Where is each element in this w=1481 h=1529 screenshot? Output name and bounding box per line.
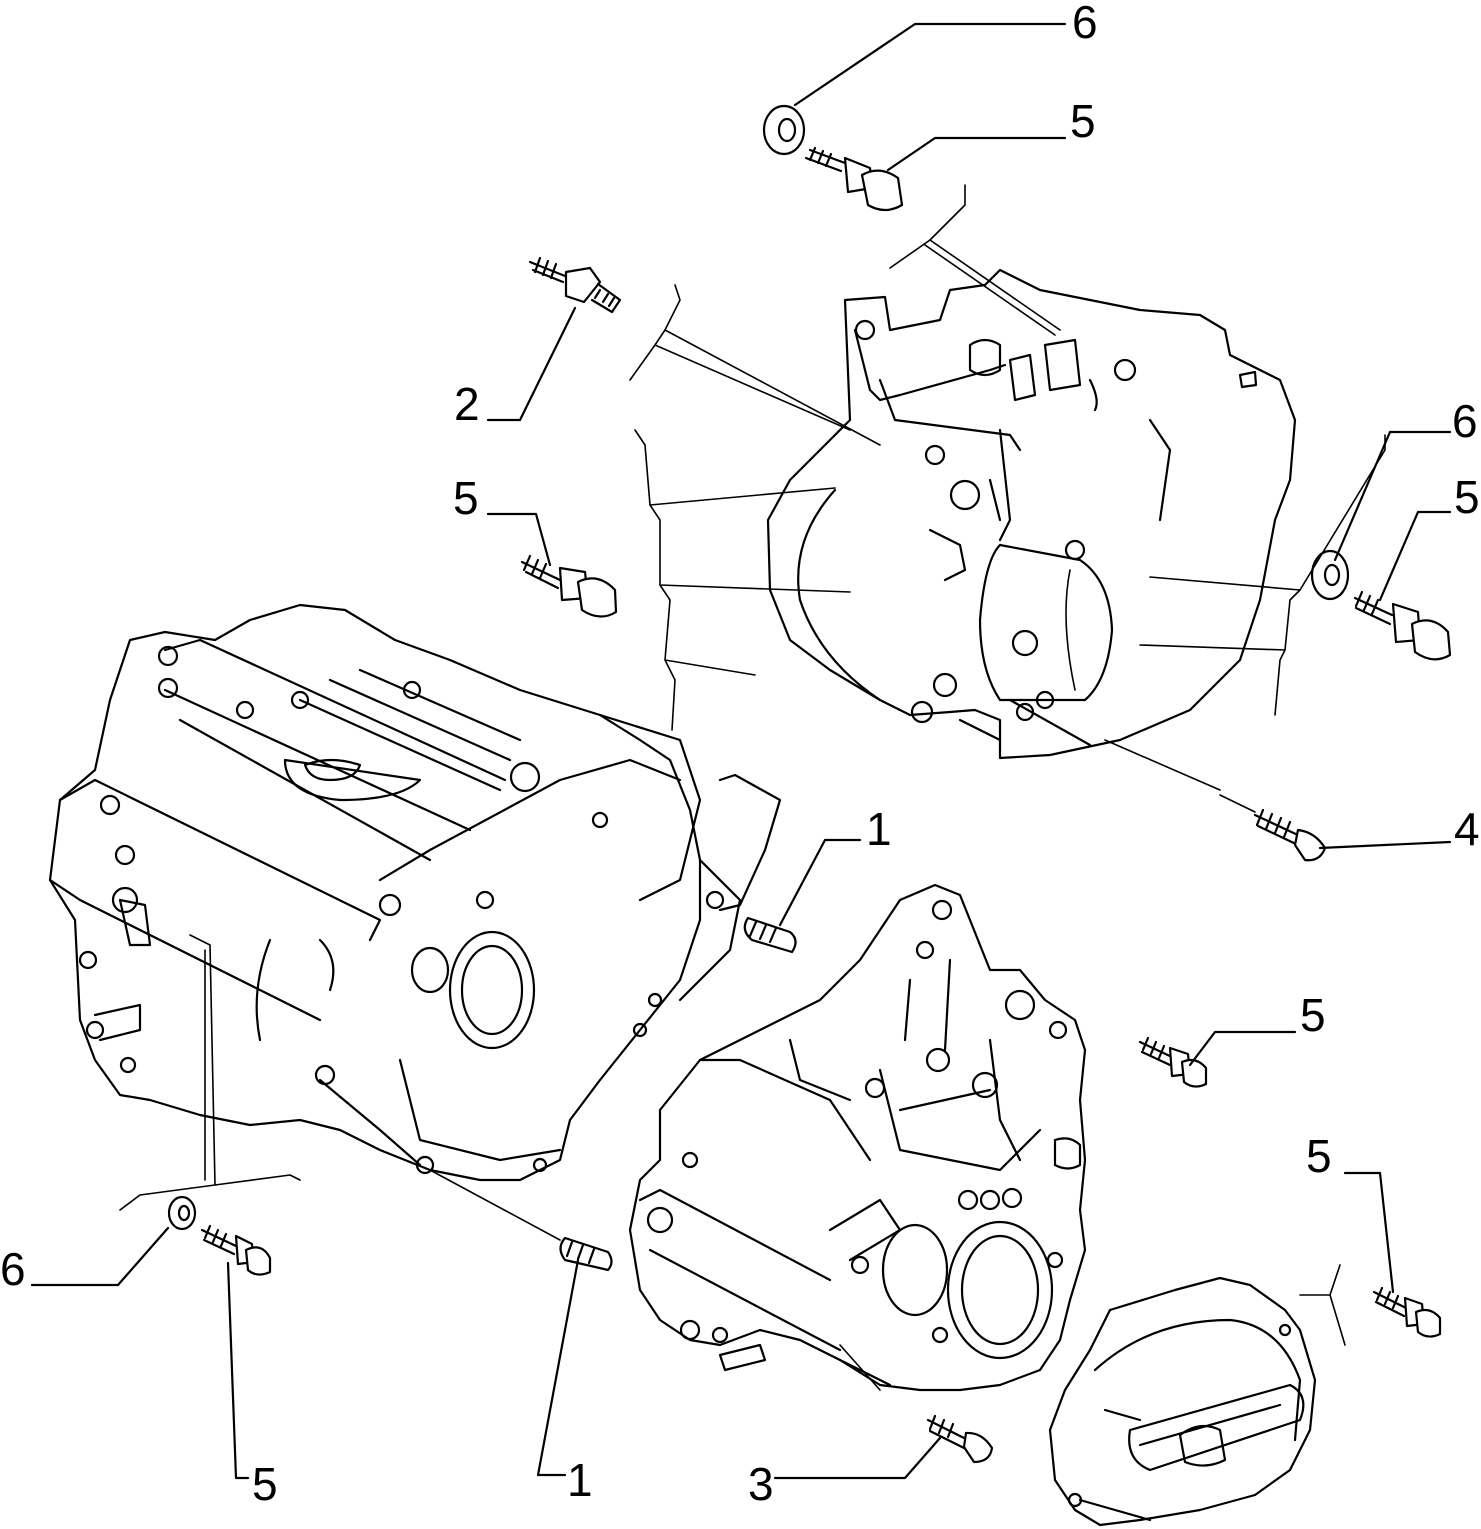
flange-bolt [1138,1036,1208,1088]
end-cover [1048,1276,1317,1527]
leader-lines [30,22,1452,1480]
callout-1: 1 [866,803,892,855]
callout-5: 5 [1300,989,1326,1041]
washer [167,1195,197,1231]
flange-bolt [804,146,904,212]
callout-5: 5 [1454,471,1480,523]
transmission-case-cover [628,883,1087,1392]
flange-bolt [520,554,618,618]
callout-2: 2 [454,378,480,430]
callout-5: 5 [1306,1130,1332,1182]
callout-5: 5 [453,472,479,524]
socket-cap-screw [926,1414,994,1464]
callout-6: 6 [1072,0,1098,48]
flange-bolt [1353,590,1452,661]
clutch-housing [766,268,1297,760]
gearbox-casing [48,603,782,1182]
callout-6: 6 [1452,395,1478,447]
flange-bolt [1372,1286,1442,1338]
callout-5: 5 [1070,95,1096,147]
socket-cap-screw [1253,808,1327,862]
dowel-pin [743,916,797,954]
washer [762,104,806,156]
callout-4: 4 [1454,803,1480,855]
callout-1: 1 [567,1454,593,1506]
stud-bolt [528,256,622,314]
callout-5: 5 [252,1458,278,1510]
dowel-pin [559,1236,613,1272]
callout-6: 6 [0,1243,26,1295]
flange-bolt [200,1224,272,1276]
callout-3: 3 [748,1458,774,1510]
washer [1310,549,1350,601]
